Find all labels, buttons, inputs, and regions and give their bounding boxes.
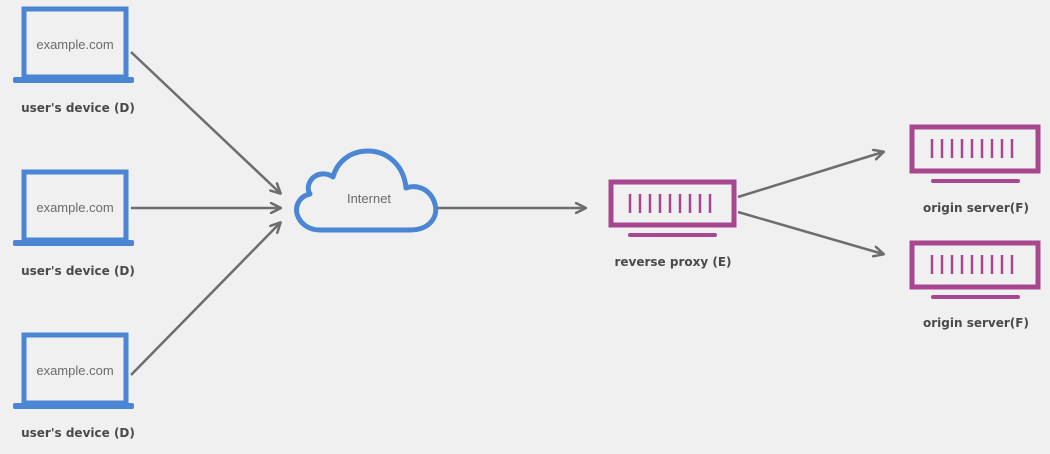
cloud-icon [294,148,439,233]
server-icon [909,240,1041,299]
device-label: user's device (D) [21,101,135,115]
laptop-icon [13,6,134,83]
origin-label: origin server(F) [923,316,1029,330]
proxy-label: reverse proxy (E) [614,255,731,269]
user-device-3: example.com user's device (D) [13,332,135,440]
internet-label: Internet [347,191,391,206]
user-device-2: example.com user's device (D) [13,169,135,278]
arrow-device-1-to-internet [130,51,280,193]
user-device-1: example.com user's device (D) [13,6,135,115]
origin-server-2: origin server(F) [909,240,1041,330]
device-screen-text: example.com [36,200,113,215]
server-icon [608,179,737,237]
internet-cloud: Internet [294,148,439,233]
arrow-proxy-to-origin-1 [737,152,883,199]
reverse-proxy: reverse proxy (E) [608,179,737,269]
device-label: user's device (D) [21,264,135,278]
device-screen-text: example.com [36,363,113,378]
origin-label: origin server(F) [923,201,1029,215]
device-screen-text: example.com [36,37,113,52]
origin-server-1: origin server(F) [909,124,1041,215]
laptop-icon [13,332,134,409]
laptop-icon [13,169,134,246]
arrow-device-3-to-internet [130,223,280,376]
device-label: user's device (D) [21,426,135,440]
server-icon [909,124,1041,183]
arrow-proxy-to-origin-2 [737,210,883,254]
